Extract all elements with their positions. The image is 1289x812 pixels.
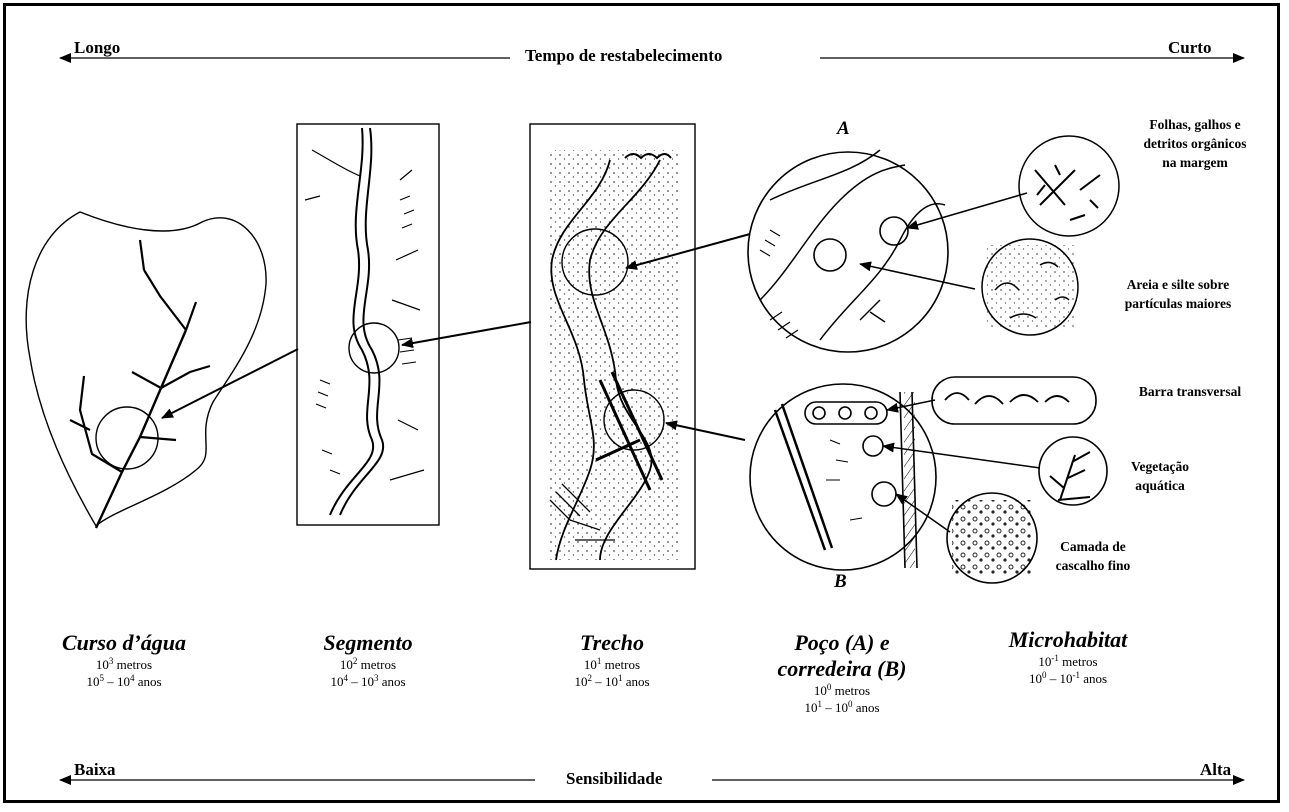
- segment-drawing: [297, 124, 439, 525]
- scale-segment: Segmento 102 metros 104 – 103 anos: [258, 630, 478, 690]
- riffle-label-b: B: [834, 571, 847, 593]
- watershed-drawing: [26, 212, 266, 528]
- micro-vegetation-drawing: [1039, 437, 1107, 505]
- micro-bar-drawing: [932, 377, 1096, 424]
- label-leaves-detritus: Folhas, galhos e detritos orgânicos na m…: [1125, 115, 1265, 172]
- bottom-axis-left-label: Baixa: [74, 760, 116, 780]
- label-fine-gravel: Camada de cascalho fino: [1028, 537, 1158, 575]
- scale-pool-riffle: Poço (A) e corredeira (B) 100 metros 101…: [732, 630, 952, 716]
- pool-a-drawing: [748, 150, 948, 352]
- micro-gravel-drawing: [947, 493, 1037, 583]
- micro-sand-drawing: [982, 239, 1078, 335]
- pool-label-a: A: [837, 118, 850, 140]
- micro-leaves-drawing: [1019, 136, 1119, 236]
- top-axis-title: Tempo de restabelecimento: [525, 46, 722, 66]
- label-transverse-bar: Barra transversal: [1110, 382, 1270, 401]
- bottom-axis-right-label: Alta: [1200, 760, 1231, 780]
- reach-drawing: [530, 124, 695, 569]
- scale-microhabitat: Microhabitat 10-1 metros 100 – 10-1 anos: [958, 627, 1178, 687]
- riffle-b-drawing: [750, 384, 936, 570]
- label-aquatic-vegetation: Vegetação aquática: [1120, 457, 1200, 495]
- scale-reach: Trecho 101 metros 102 – 101 anos: [502, 630, 722, 690]
- top-axis-right-label: Curto: [1168, 38, 1211, 58]
- top-axis-left-label: Longo: [74, 38, 120, 58]
- label-sand-silt: Areia e silte sobre partículas maiores: [1088, 275, 1268, 313]
- scale-stream: Curso d’água 103 metros 105 – 104 anos: [14, 630, 234, 690]
- bottom-axis-title: Sensibilidade: [566, 769, 662, 789]
